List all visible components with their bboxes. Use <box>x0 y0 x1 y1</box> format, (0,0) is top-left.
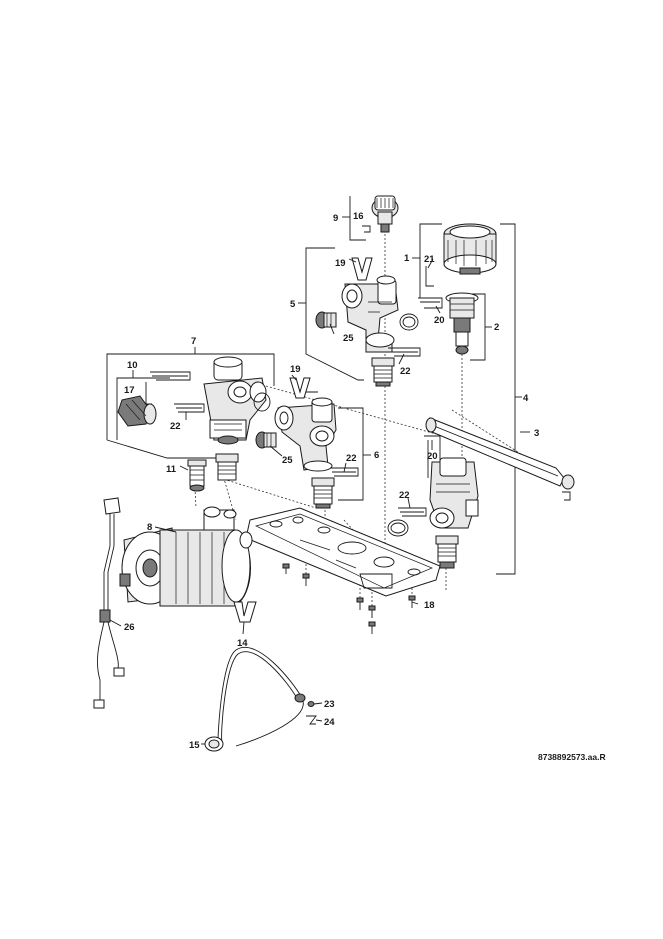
part-2-valve-cartridge <box>445 292 479 355</box>
o-ring-left <box>253 392 271 412</box>
group-10-bracket <box>106 370 218 459</box>
label-22-left: 22 <box>170 421 181 432</box>
part-19-clip-middle <box>289 377 311 399</box>
connector-left-center <box>215 453 239 481</box>
leader-lines <box>109 258 530 745</box>
label-3: 3 <box>534 428 539 439</box>
part-22-clip-left <box>174 403 205 413</box>
label-25-top: 25 <box>343 333 354 344</box>
screw-4 <box>368 605 376 618</box>
screw-1 <box>282 563 290 574</box>
label-21: 21 <box>424 254 435 265</box>
group-4-bracket <box>496 223 522 575</box>
part-23-screw <box>307 701 315 707</box>
tube-end-clip <box>562 491 571 501</box>
label-14: 14 <box>237 638 248 649</box>
label-10: 10 <box>127 360 138 371</box>
connector-right-lower <box>435 535 459 569</box>
group-1-bracket <box>412 223 442 298</box>
group-9-bracket <box>342 196 366 241</box>
label-22-right: 22 <box>399 490 410 501</box>
o-ring-lower-right <box>387 519 409 537</box>
label-20-top: 20 <box>434 315 445 326</box>
part-8-pump <box>119 506 253 607</box>
connector-middle-lower <box>311 477 335 509</box>
part-11-connector <box>187 459 207 492</box>
part-14-clip <box>233 601 257 623</box>
label-19-top: 19 <box>335 258 346 269</box>
label-2: 2 <box>494 322 499 333</box>
part-9-cap-assembly <box>362 195 399 233</box>
label-1: 1 <box>404 253 410 264</box>
left-clip-upper <box>150 371 191 381</box>
part-25-plug-upper <box>315 311 337 329</box>
label-22-mid: 22 <box>346 453 357 464</box>
screws <box>282 563 416 634</box>
part-20-clip-upper <box>418 297 443 309</box>
label-7: 7 <box>191 336 196 347</box>
label-4: 4 <box>523 393 529 404</box>
group-5-bracket <box>298 247 364 381</box>
part-22-clip-lower-right <box>398 507 427 517</box>
label-20-mid: 20 <box>427 451 438 462</box>
label-23: 23 <box>324 699 335 710</box>
document-reference: 8738892573.aa.R <box>538 752 606 762</box>
part-1-actuator-motor <box>443 223 497 275</box>
label-5: 5 <box>290 299 296 310</box>
label-15: 15 <box>189 740 200 751</box>
label-16: 16 <box>353 211 364 222</box>
group-7-bracket <box>106 347 275 440</box>
part-5-valve-body <box>341 275 399 353</box>
label-19-mid: 19 <box>290 364 301 375</box>
connector-5-lower <box>371 357 395 387</box>
screw-5 <box>368 621 376 634</box>
screw-6 <box>408 595 416 608</box>
mounting-plate <box>245 507 441 597</box>
part-10-actuator-head <box>117 395 157 427</box>
part-24-clip <box>306 715 317 725</box>
screw-3 <box>356 597 364 610</box>
o-ring-upper <box>399 313 419 331</box>
label-22-top: 22 <box>400 366 411 377</box>
right-valve-body <box>429 457 479 529</box>
label-9: 9 <box>333 213 338 224</box>
part-17-clip <box>145 382 152 405</box>
part-22-clip-upper <box>388 347 421 357</box>
part-21-pin <box>425 266 434 287</box>
part-15-sensor-cable <box>204 647 306 752</box>
label-17: 17 <box>124 385 135 396</box>
part-6-valve-body <box>274 397 337 472</box>
label-26: 26 <box>124 622 135 633</box>
label-24: 24 <box>324 717 335 728</box>
part-7-valve-body <box>203 356 267 445</box>
label-8: 8 <box>147 522 152 533</box>
label-11: 11 <box>166 464 177 475</box>
part-25-plug-middle <box>255 431 277 449</box>
part-19-clip-top <box>351 257 373 281</box>
part-3-bypass-tube <box>425 417 575 490</box>
screw-2 <box>302 573 310 586</box>
label-6: 6 <box>374 450 379 461</box>
label-25-mid: 25 <box>282 455 293 466</box>
group-2-bracket <box>470 293 492 361</box>
label-18: 18 <box>424 600 435 611</box>
part-26-cable <box>93 497 125 709</box>
